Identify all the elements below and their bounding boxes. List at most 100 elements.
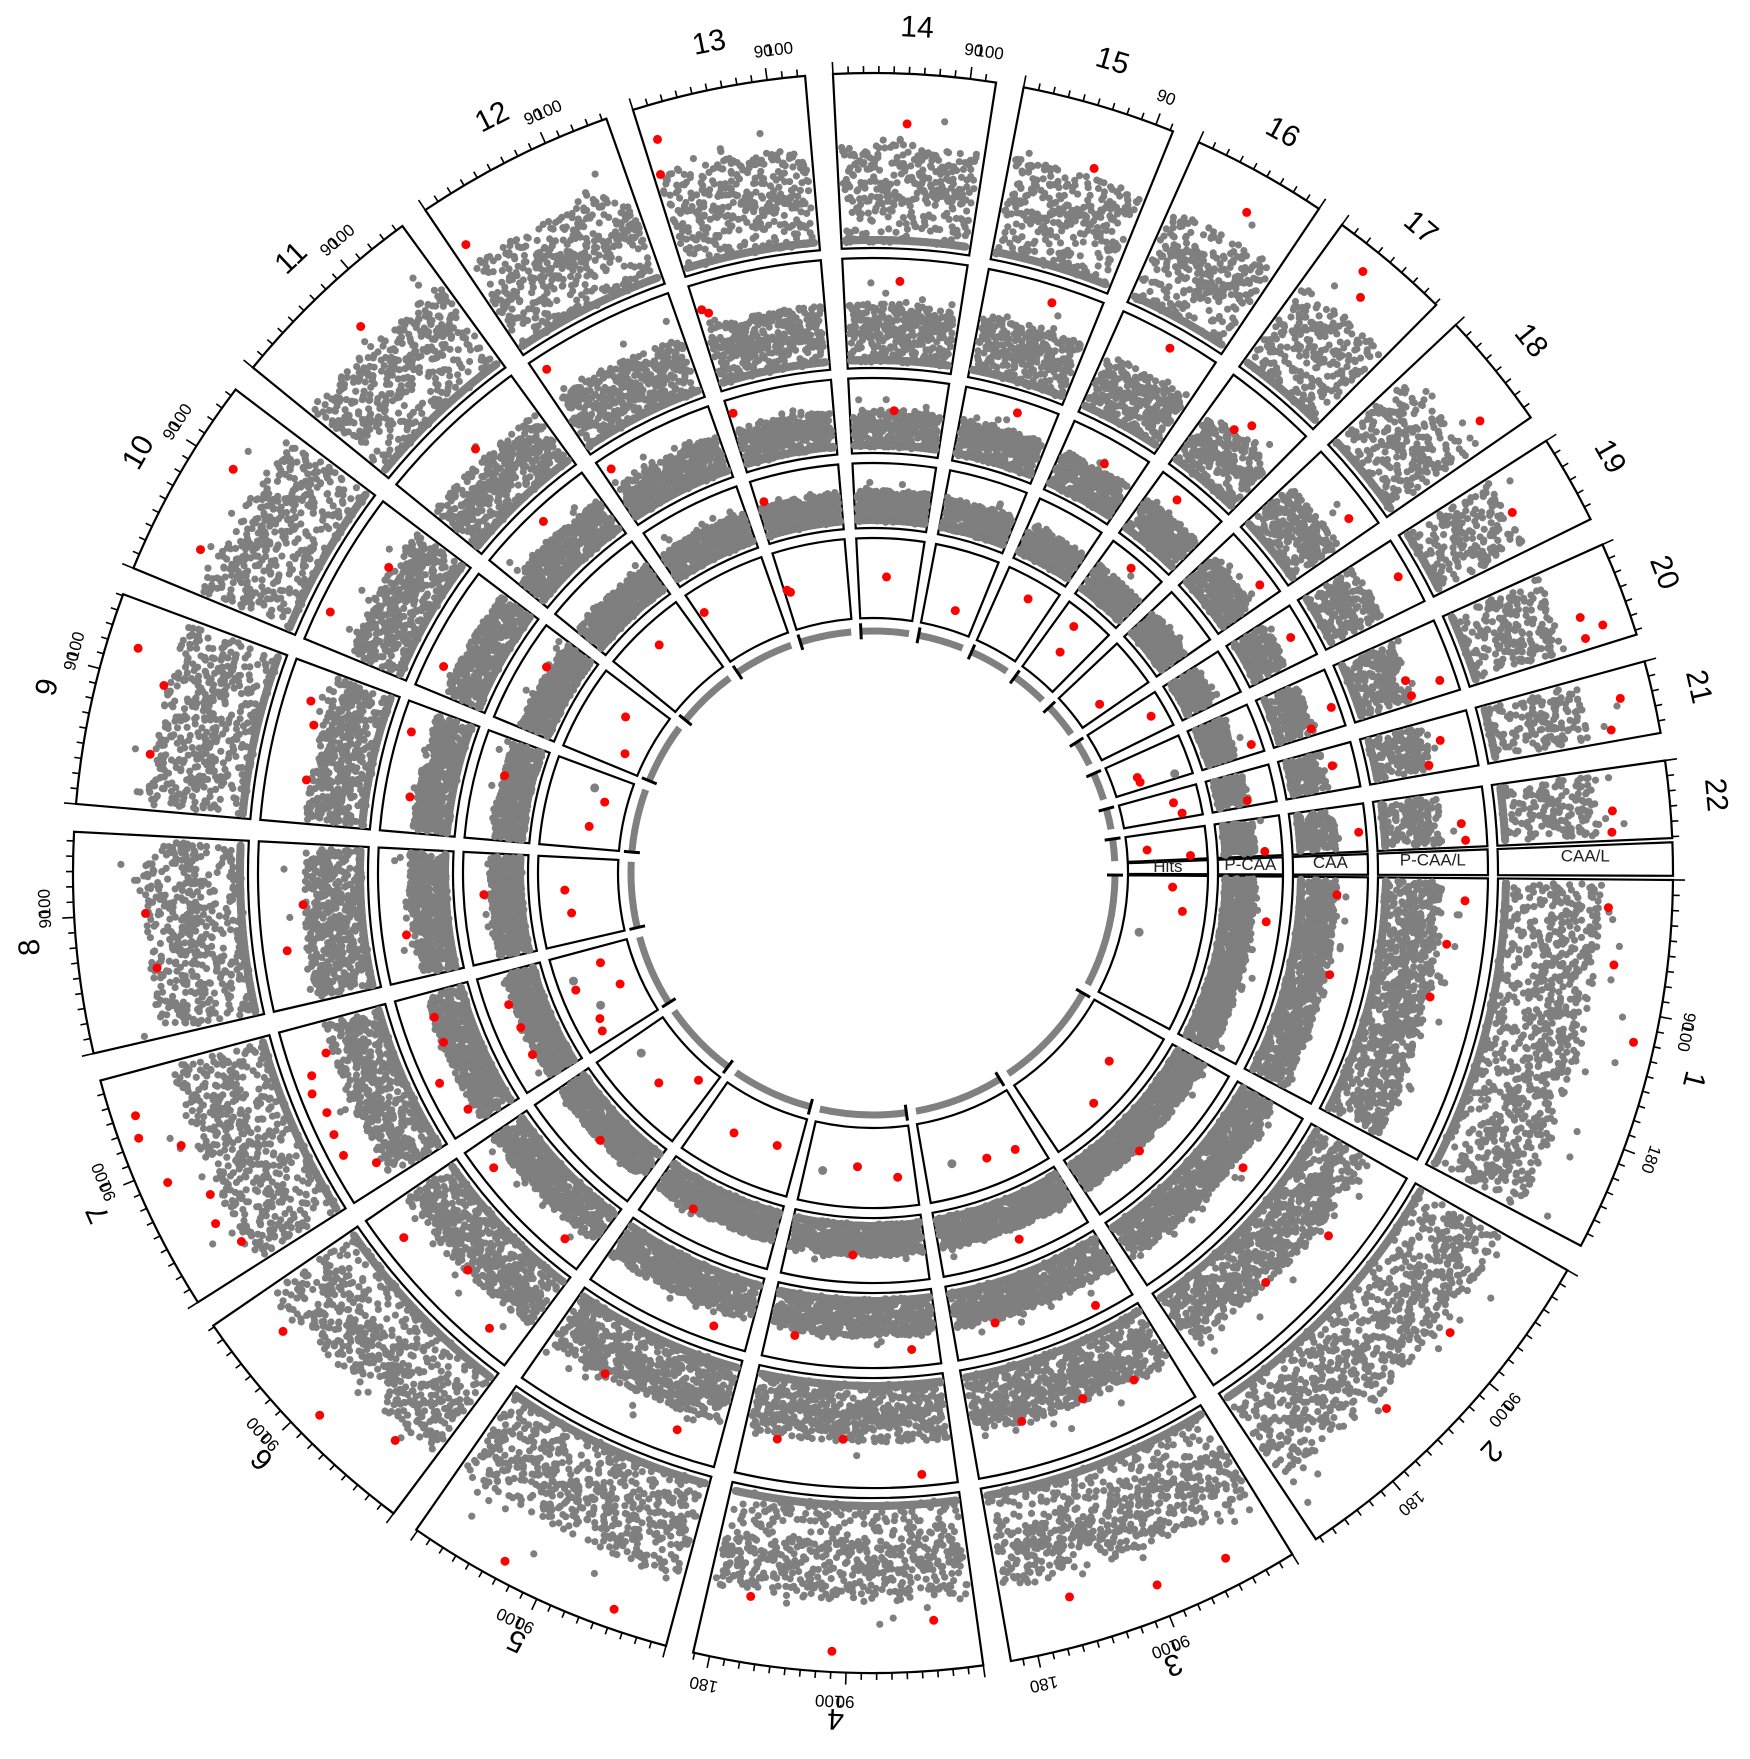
data-point xyxy=(1492,1020,1499,1027)
data-point xyxy=(1545,936,1552,943)
data-point xyxy=(1524,1045,1531,1052)
data-point xyxy=(1554,942,1561,949)
data-point xyxy=(1397,890,1404,897)
data-point xyxy=(1511,1117,1518,1124)
data-point xyxy=(1526,1086,1533,1093)
data-point xyxy=(1499,1054,1506,1061)
data-point xyxy=(1570,1013,1577,1020)
data-point xyxy=(1578,881,1585,888)
data-point xyxy=(1545,1106,1552,1113)
data-point xyxy=(1485,1060,1492,1067)
data-point xyxy=(1354,1116,1361,1123)
data-point xyxy=(1477,1122,1484,1129)
data-point xyxy=(1520,907,1527,914)
data-point xyxy=(1465,1129,1472,1136)
data-point xyxy=(1466,1147,1473,1154)
data-point xyxy=(1559,1090,1566,1097)
data-point xyxy=(1368,1127,1375,1134)
data-point xyxy=(1572,918,1579,925)
data-point xyxy=(1442,1160,1449,1167)
data-point xyxy=(1249,1065,1257,1073)
data-point xyxy=(1549,1040,1556,1047)
data-point xyxy=(1502,1177,1509,1184)
hit-point xyxy=(1629,1038,1638,1047)
data-point xyxy=(1535,1063,1542,1070)
data-point xyxy=(1578,934,1585,941)
panel-chr8-track5 xyxy=(538,856,625,949)
data-point xyxy=(1526,1181,1533,1188)
data-point xyxy=(1571,937,1578,944)
data-point xyxy=(1513,1128,1520,1135)
data-point xyxy=(1509,1028,1516,1035)
data-point xyxy=(1438,979,1445,986)
data-point xyxy=(1542,1094,1549,1101)
data-point xyxy=(1544,1213,1551,1220)
data-point xyxy=(1531,942,1538,949)
panel-chr14-track5 xyxy=(856,538,924,621)
data-point xyxy=(1323,962,1330,969)
data-point xyxy=(1437,909,1444,916)
data-point xyxy=(1566,1153,1573,1160)
data-point xyxy=(1543,1080,1550,1087)
data-point xyxy=(1481,1183,1488,1190)
data-point xyxy=(1479,1071,1486,1078)
data-point xyxy=(1511,896,1518,903)
data-point xyxy=(1257,1069,1264,1076)
data-point xyxy=(1387,931,1394,938)
data-point xyxy=(1584,995,1591,1002)
data-point xyxy=(1475,1154,1482,1161)
data-point xyxy=(1550,1074,1557,1081)
data-point xyxy=(1526,894,1533,901)
data-point xyxy=(1492,1186,1499,1193)
data-point xyxy=(1574,1128,1581,1135)
data-point xyxy=(1512,1190,1519,1197)
data-point xyxy=(1522,1023,1529,1030)
data-point xyxy=(1484,1096,1491,1103)
hit-point xyxy=(1609,960,1618,969)
data-point xyxy=(1589,980,1596,987)
data-point xyxy=(1357,1080,1364,1087)
hit-point xyxy=(1332,890,1341,899)
data-point xyxy=(1609,916,1616,923)
data-point xyxy=(1607,976,1614,983)
data-point xyxy=(1527,1159,1534,1166)
data-point xyxy=(1476,1105,1483,1112)
data-point xyxy=(1478,1096,1485,1103)
data-point xyxy=(1342,893,1349,900)
data-point xyxy=(1533,980,1540,987)
data-point xyxy=(1407,1086,1414,1093)
data-point xyxy=(1583,1005,1590,1012)
data-point xyxy=(1513,999,1520,1006)
data-point xyxy=(1572,999,1579,1006)
hit-point xyxy=(1604,903,1613,912)
data-point xyxy=(1520,990,1527,997)
data-point xyxy=(1525,978,1532,985)
data-point xyxy=(1432,1159,1440,1167)
data-point xyxy=(1477,1143,1484,1150)
data-point xyxy=(1435,1019,1442,1026)
data-point xyxy=(1451,943,1458,950)
data-point xyxy=(1362,1122,1369,1129)
data-point xyxy=(1563,951,1570,958)
data-point xyxy=(1511,1045,1518,1052)
data-point xyxy=(1494,1178,1501,1185)
data-point xyxy=(1507,1199,1514,1206)
data-point xyxy=(1525,995,1532,1002)
data-point xyxy=(1417,998,1424,1005)
data-point xyxy=(1511,963,1518,970)
data-point xyxy=(1529,933,1536,940)
data-point xyxy=(1539,887,1546,894)
panel-chr13-track5 xyxy=(772,539,851,630)
data-point xyxy=(1504,951,1511,958)
data-point xyxy=(1499,1136,1506,1143)
data-point xyxy=(1512,1076,1519,1083)
data-point xyxy=(1492,1057,1499,1064)
data-point xyxy=(1411,957,1418,964)
data-point xyxy=(1596,891,1603,898)
data-point xyxy=(1516,946,1523,953)
data-point xyxy=(1532,1093,1539,1100)
data-point xyxy=(1578,1040,1585,1047)
data-point xyxy=(1519,1115,1526,1122)
data-point xyxy=(1568,1058,1575,1065)
